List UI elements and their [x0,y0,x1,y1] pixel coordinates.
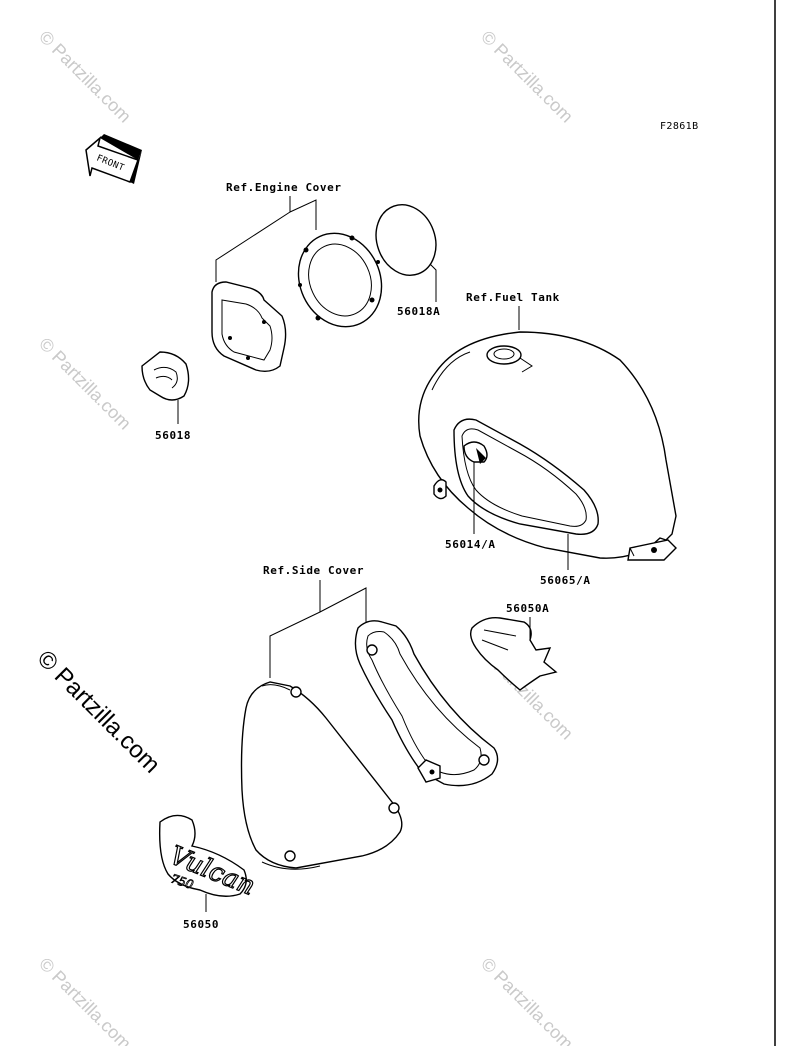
watermark-top-right: © Partzilla.com [477,27,577,127]
side-cover [240,681,403,870]
diagram-code: F2861B [660,121,699,132]
watermark-large: © Partzilla.com [32,645,165,778]
part-56018A-emblem [375,204,437,302]
fuel-tank-ref-label: Ref.Fuel Tank [466,291,560,304]
watermark-top-left: © Partzilla.com [35,27,135,127]
part-56050-label: 56050 [183,918,219,931]
part-56065A-label: 56065/A [540,574,591,587]
fuel-tank [418,331,677,561]
part-56018A-label: 56018A [397,305,440,318]
part-56050A-label: 56050A [506,602,549,615]
front-arrow-icon: FRONT [85,134,142,184]
engine-cover-ring [297,232,383,328]
engine-cover-ref-label: Ref.Engine Cover [226,181,342,194]
watermark-mid-left: © Partzilla.com [35,334,135,434]
engine-cover-leader [215,196,317,282]
part-56018-badge [141,351,190,424]
watermarks: © Partzilla.com © Partzilla.com © Partzi… [32,27,577,1046]
side-cover-leader [269,580,367,678]
part-56050A-decal [469,617,558,691]
watermark-bottom-right: © Partzilla.com [477,954,577,1046]
side-cover-frame [354,620,499,787]
engine-cover-plate [211,281,287,373]
part-56018-label: 56018 [155,429,191,442]
watermark-bottom-left: © Partzilla.com [35,954,135,1046]
part-56014A-label: 56014/A [445,538,496,551]
part-56050-emblem: Vulcan 750 [158,814,260,912]
side-cover-ref-label: Ref.Side Cover [263,564,364,577]
